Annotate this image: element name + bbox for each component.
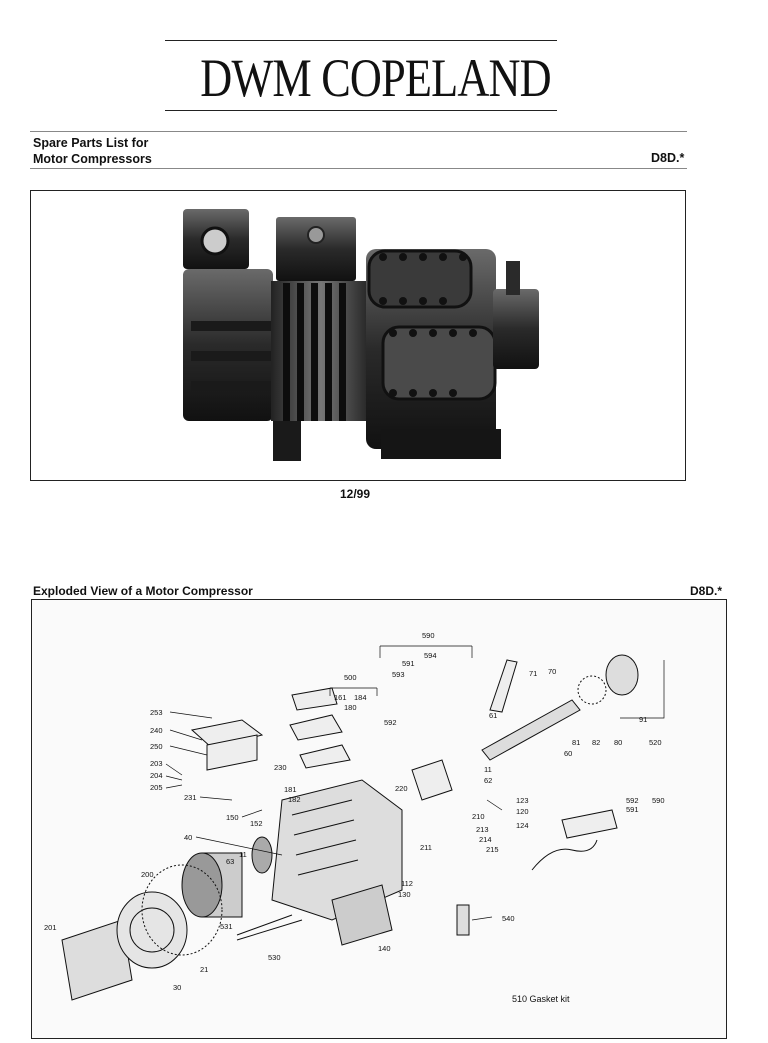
svg-text:61: 61 xyxy=(489,711,497,720)
svg-text:530: 530 xyxy=(268,953,281,962)
svg-text:124: 124 xyxy=(516,821,529,830)
svg-text:91: 91 xyxy=(639,715,647,724)
svg-text:112: 112 xyxy=(401,879,413,888)
logo-rule-top xyxy=(165,40,557,41)
svg-text:215: 215 xyxy=(486,845,499,854)
svg-text:182: 182 xyxy=(288,795,301,804)
svg-text:203: 203 xyxy=(150,759,163,768)
svg-text:240: 240 xyxy=(150,726,163,735)
svg-text:591: 591 xyxy=(402,659,415,668)
svg-text:152: 152 xyxy=(250,819,263,828)
svg-text:140: 140 xyxy=(378,944,391,953)
svg-text:70: 70 xyxy=(548,667,556,676)
svg-text:213: 213 xyxy=(476,825,489,834)
title-rule-top xyxy=(30,131,687,132)
title-line-1: Spare Parts List for xyxy=(33,136,149,150)
logo-rule-bottom xyxy=(165,110,557,111)
svg-text:11: 11 xyxy=(239,850,247,859)
svg-text:40: 40 xyxy=(184,833,192,842)
svg-text:531: 531 xyxy=(220,922,233,931)
svg-text:211: 211 xyxy=(420,843,432,852)
svg-text:11: 11 xyxy=(484,765,492,774)
compressor-photo-frame xyxy=(30,190,686,481)
model-code: D8D.* xyxy=(651,151,685,165)
svg-text:21: 21 xyxy=(200,965,208,974)
svg-text:253: 253 xyxy=(150,708,163,717)
svg-text:30: 30 xyxy=(173,983,181,992)
title-rule-bottom xyxy=(30,168,687,169)
svg-text:123: 123 xyxy=(516,796,529,805)
svg-text:540: 540 xyxy=(502,914,515,923)
svg-text:161: 161 xyxy=(334,693,347,702)
svg-text:592: 592 xyxy=(626,796,639,805)
callout-590: 590 xyxy=(422,631,435,640)
svg-text:520: 520 xyxy=(649,738,662,747)
compressor-photo xyxy=(183,209,539,461)
svg-text:214: 214 xyxy=(479,835,492,844)
section-title: Exploded View of a Motor Compressor xyxy=(33,584,253,598)
svg-text:82: 82 xyxy=(592,738,600,747)
svg-text:231: 231 xyxy=(184,793,197,802)
svg-text:220: 220 xyxy=(395,784,408,793)
svg-text:250: 250 xyxy=(150,742,163,751)
svg-text:150: 150 xyxy=(226,813,239,822)
section-model-code: D8D.* xyxy=(690,584,723,598)
svg-text:63: 63 xyxy=(226,857,234,866)
svg-text:80: 80 xyxy=(614,738,622,747)
svg-text:230: 230 xyxy=(274,763,287,772)
svg-text:81: 81 xyxy=(572,738,580,747)
exploded-view-frame: 590 594 591 593 592 500 161 184 180 71 7… xyxy=(31,599,727,1039)
svg-text:201: 201 xyxy=(44,923,57,932)
svg-text:210: 210 xyxy=(472,812,485,821)
svg-text:60: 60 xyxy=(564,749,572,758)
svg-text:120: 120 xyxy=(516,807,529,816)
svg-text:592: 592 xyxy=(384,718,397,727)
svg-text:591: 591 xyxy=(626,805,639,814)
company-logo: DWM COPELAND xyxy=(200,48,551,108)
issue-date: 12/99 xyxy=(340,487,371,501)
svg-text:62: 62 xyxy=(484,776,492,785)
svg-text:200: 200 xyxy=(141,870,154,879)
svg-text:180: 180 xyxy=(344,703,357,712)
svg-text:590: 590 xyxy=(652,796,665,805)
svg-text:130: 130 xyxy=(398,890,411,899)
svg-text:205: 205 xyxy=(150,783,163,792)
title-line-2: Motor Compressors xyxy=(33,152,152,166)
svg-text:500: 500 xyxy=(344,673,357,682)
svg-text:184: 184 xyxy=(354,693,367,702)
exploded-view-diagram: 590 594 591 593 592 500 161 184 180 71 7… xyxy=(44,631,665,1004)
svg-text:181: 181 xyxy=(284,785,297,794)
svg-text:594: 594 xyxy=(424,651,437,660)
svg-text:204: 204 xyxy=(150,771,163,780)
svg-text:593: 593 xyxy=(392,670,405,679)
svg-text:71: 71 xyxy=(529,669,537,678)
gasket-kit-label: 510 Gasket kit xyxy=(512,994,570,1004)
